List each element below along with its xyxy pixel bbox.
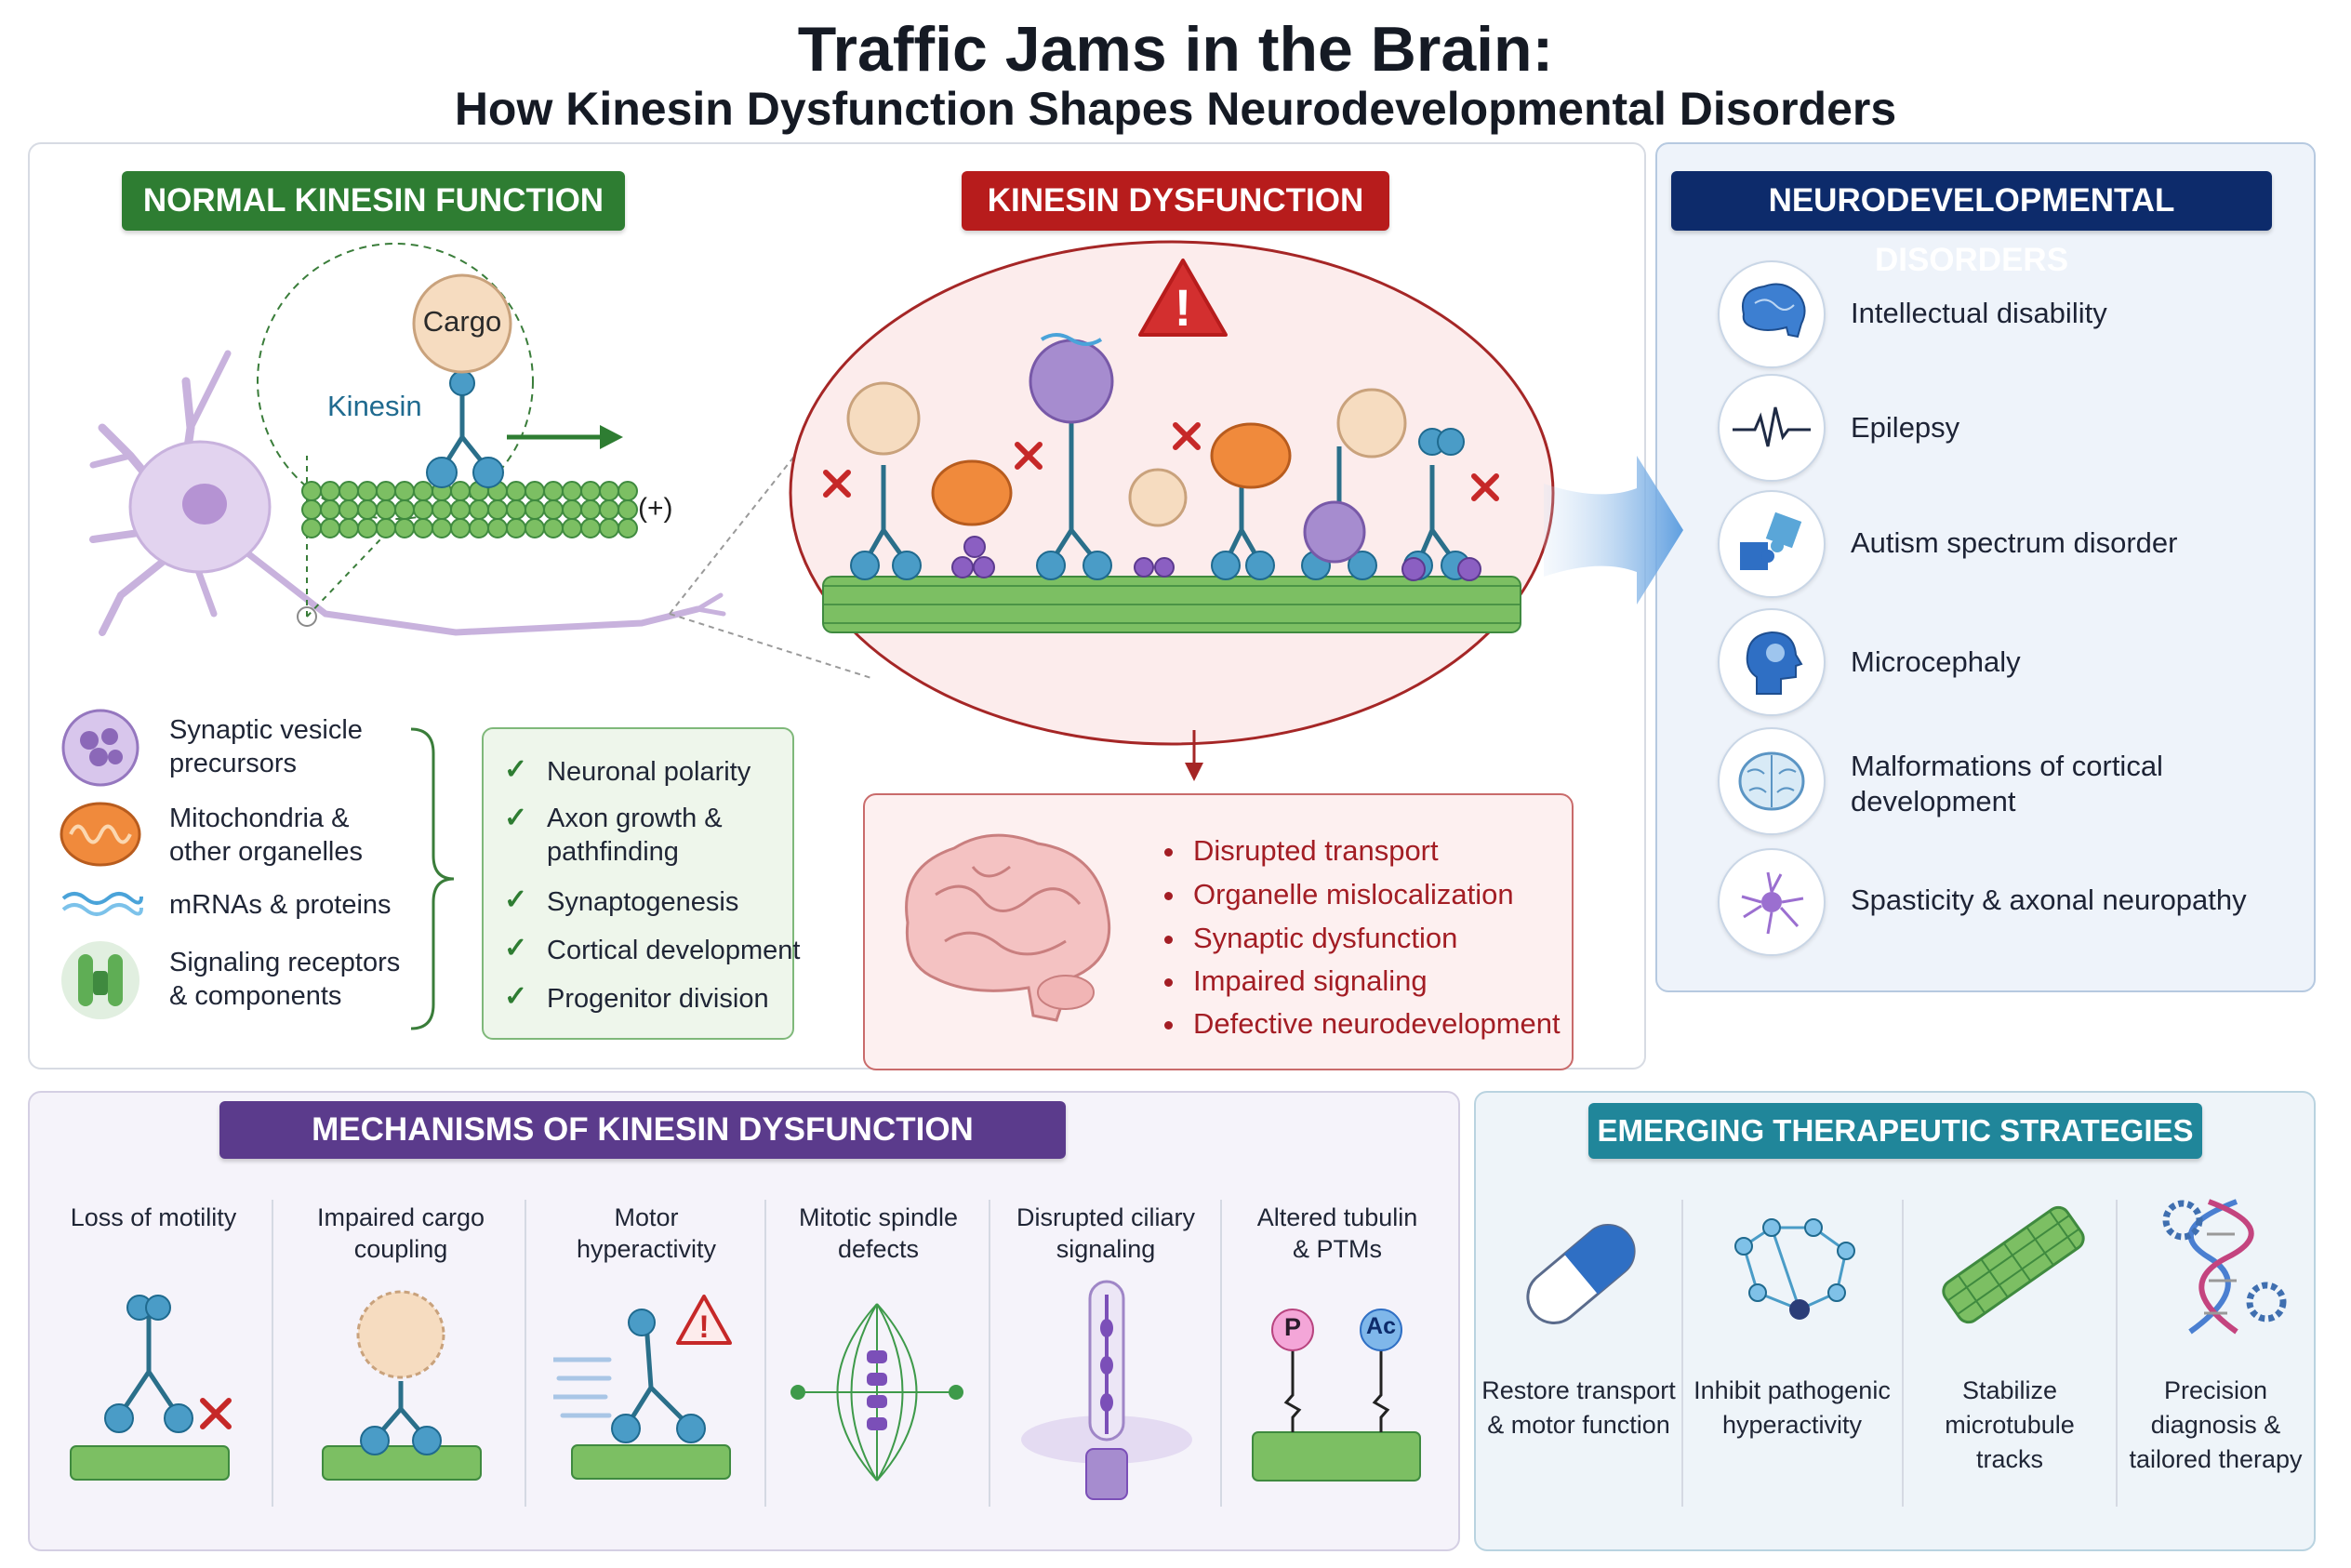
warning-icon — [1138, 259, 1228, 337]
check-icon: ✓ — [504, 933, 528, 963]
impaired-coupling-icon — [322, 1290, 482, 1481]
consequence-1: Disrupted transport — [1193, 834, 1439, 867]
page-subtitle: How Kinesin Dysfunction Shapes Neurodeve… — [454, 83, 1897, 135]
mechanisms-header: MECHANISMS OF KINESIN DYSFUNCTION — [219, 1101, 1066, 1159]
check-icon: ✓ — [504, 803, 528, 833]
check-icon: ✓ — [504, 754, 528, 785]
disorder-label: Microcephaly — [1851, 645, 2021, 678]
bullet — [1164, 1021, 1173, 1030]
cilium-icon — [1021, 1280, 1192, 1500]
dysfunction-diagram: ! — [789, 240, 1555, 781]
disorder-label: Epilepsy — [1851, 411, 1960, 444]
check-icon: ✓ — [504, 884, 528, 915]
tubulin-ptm-icon — [1252, 1309, 1421, 1482]
puzzle-icon — [1718, 490, 1826, 598]
ecg-waveform-icon — [1718, 374, 1826, 482]
direction-arrow — [600, 425, 623, 449]
loss-of-motility-icon — [70, 1295, 232, 1481]
error-x-marks — [823, 422, 1499, 501]
ptm-acetyl-label: Ac — [1366, 1313, 1396, 1339]
plus-end-label: (+) — [638, 493, 673, 524]
disorders-header: NEURODEVELOPMENTAL DISORDERS — [1671, 171, 2272, 278]
bullet — [1164, 936, 1173, 944]
dysfunction-header: KINESIN DYSFUNCTION — [962, 171, 1389, 231]
kinesin-label: Kinesin — [327, 390, 422, 422]
mrna-wave-icon — [61, 892, 143, 916]
divider — [989, 1200, 990, 1507]
brain-icon — [1718, 260, 1826, 368]
bullet — [1164, 978, 1173, 987]
functions-box — [482, 727, 794, 1040]
mechanism-label: Loss of motility — [70, 1203, 237, 1231]
therapy-label: Restore transport& motor function — [1481, 1376, 1676, 1439]
brain-icon-large — [905, 833, 1111, 1022]
flow-arrow-icon — [1544, 456, 1683, 605]
hyperactivity-icon: ! — [553, 1295, 732, 1480]
consequence-5: Defective neurodevelopment — [1193, 1007, 1561, 1040]
mechanism-label: Altered tubulin& PTMs — [1256, 1203, 1418, 1263]
dna-gear-icon — [2162, 1199, 2287, 1335]
legend-brace — [410, 727, 455, 1030]
function-2: Axon growth &pathfinding — [547, 804, 723, 867]
divider — [1681, 1200, 1683, 1507]
svg-text:!: ! — [1175, 278, 1192, 337]
cargo-sphere — [412, 273, 512, 374]
function-3: Synaptogenesis — [547, 887, 739, 917]
disorder-label: Intellectual disability — [1851, 297, 2107, 329]
molecule-network-icon — [1734, 1218, 1855, 1320]
cargo-label: Cargo — [422, 305, 502, 338]
synaptic-vesicle-icon — [61, 709, 139, 787]
page-title: Traffic Jams in the Brain: — [797, 14, 1554, 85]
divider — [525, 1200, 526, 1507]
check-icon: ✓ — [504, 981, 528, 1012]
cortex-brain-icon — [1718, 727, 1826, 835]
ptm-phospho-label: P — [1283, 1313, 1301, 1341]
kinesin-head-right — [472, 457, 504, 488]
cargo-type-3: mRNAs & proteins — [169, 890, 392, 920]
consequence-3: Synaptic dysfunction — [1193, 922, 1458, 954]
bullet — [1164, 848, 1173, 857]
mitochondria-icon — [60, 802, 141, 867]
normal-header: NORMAL KINESIN FUNCTION — [122, 171, 625, 231]
microtubule-track — [301, 481, 638, 538]
consequence-4: Impaired signaling — [1193, 964, 1428, 997]
mitotic-spindle-icon — [790, 1303, 963, 1482]
neuron-icon — [1718, 848, 1826, 956]
disorder-label: Autism spectrum disorder — [1851, 526, 2178, 559]
therapy-header: EMERGING THERAPEUTIC STRATEGIES — [1588, 1103, 2202, 1159]
divider — [2116, 1200, 2118, 1507]
microtubule-stabilize-icon — [1942, 1205, 2085, 1324]
divider — [1220, 1200, 1222, 1507]
divider — [272, 1200, 273, 1507]
divider — [1902, 1200, 1904, 1507]
bullet — [1164, 892, 1173, 900]
therapy-panel — [1474, 1091, 2316, 1551]
cargo-type-4: Signaling receptors& components — [169, 948, 401, 1011]
receptor-icon — [61, 941, 139, 1019]
kinesin-motor — [439, 391, 490, 472]
function-5: Progenitor division — [547, 984, 769, 1014]
disorder-label: Spasticity & axonal neuropathy — [1851, 884, 2247, 916]
cargo-type-2: Mitochondria &other organelles — [169, 804, 363, 867]
small-head-icon — [1718, 608, 1826, 716]
kinesin-head-left — [426, 457, 458, 488]
svg-text:!: ! — [698, 1309, 709, 1345]
consequence-2: Organelle mislocalization — [1193, 878, 1514, 910]
function-4: Cortical development — [547, 936, 801, 965]
capsule-icon — [1526, 1224, 1636, 1324]
function-1: Neuronal polarity — [547, 757, 751, 787]
divider — [764, 1200, 766, 1507]
